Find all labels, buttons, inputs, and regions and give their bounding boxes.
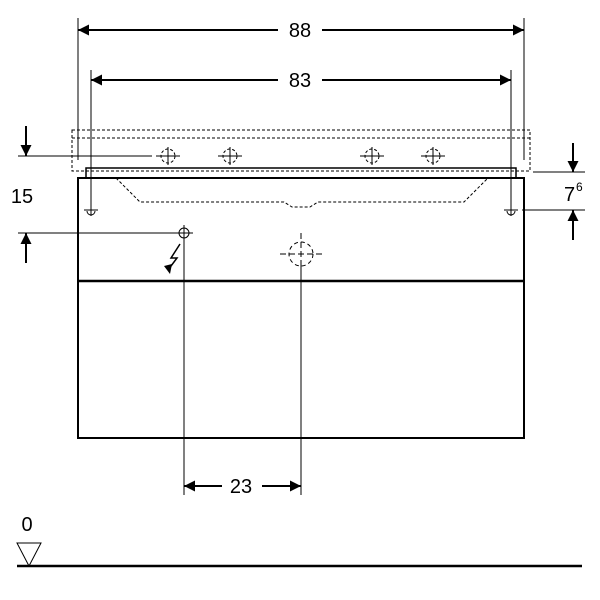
dimension-right-height: 7 6 [522, 143, 585, 240]
drain-outlet-icon [280, 233, 322, 275]
floor-level-label: 0 [21, 514, 32, 536]
dimension-left-height: 15 [11, 126, 176, 263]
washbasin-outline [71, 129, 531, 208]
right-height-label: 7 [564, 184, 575, 206]
right-height-superscript: 6 [576, 180, 583, 194]
floor-level-marker: 0 [16, 514, 582, 568]
dimension-overall-width: 88 [77, 18, 525, 160]
drain-offset-label: 23 [230, 476, 252, 498]
electrical-symbol-icon [164, 243, 181, 274]
inner-width-label: 83 [289, 70, 311, 92]
overall-width-label: 88 [289, 20, 311, 42]
dimension-inner-width: 83 [90, 70, 512, 210]
left-height-label: 15 [11, 186, 33, 208]
dimension-drain-offset: 23 [183, 240, 302, 498]
floor-level-triangle-icon [16, 542, 42, 568]
mounting-crosshair-icon [84, 147, 518, 241]
